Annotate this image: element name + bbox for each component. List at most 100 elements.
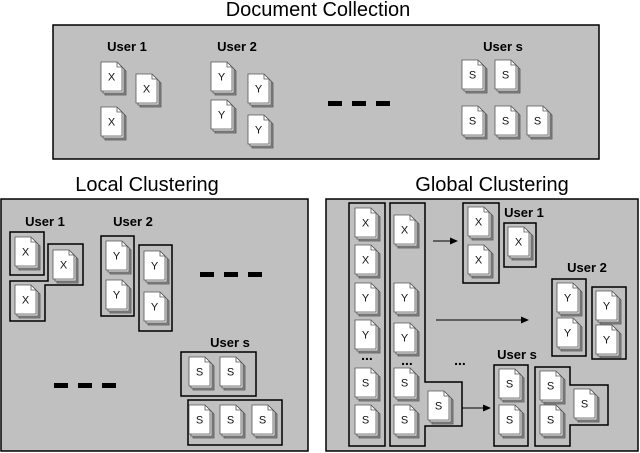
document-letter: S: [506, 379, 513, 391]
document-icon: S: [251, 404, 278, 439]
document-letter: Y: [401, 293, 409, 305]
cluster-box: [389, 202, 463, 447]
cluster-box: [591, 286, 627, 360]
document-letter: X: [475, 217, 483, 229]
global-middle-ellipsis: ...: [454, 352, 466, 368]
document-icon: S: [498, 368, 525, 403]
cluster-box: [493, 364, 529, 447]
local-dash-ellipsis-bottom: [54, 383, 116, 388]
document-icon: S: [526, 105, 553, 140]
document-icon: S: [573, 388, 600, 423]
document-icon: S: [354, 404, 381, 439]
document-icon: Y: [595, 290, 622, 325]
cluster-box: [100, 235, 135, 317]
document-icon: S: [539, 370, 566, 405]
document-icon: X: [52, 249, 79, 284]
document-icon: Y: [210, 99, 237, 134]
global-column-1-ellipsis: ...: [361, 347, 373, 363]
local-clustering-title: Local Clustering: [75, 174, 218, 196]
document-letter: Y: [401, 333, 409, 345]
collection-user-1-label: User 1: [107, 39, 147, 54]
document-letter: S: [502, 116, 509, 128]
document-icon: Y: [210, 61, 237, 96]
document-icon: Y: [354, 282, 381, 317]
document-icon: S: [498, 404, 525, 439]
document-letter: S: [547, 381, 554, 393]
document-letter: S: [196, 415, 203, 427]
cluster-box: [462, 202, 500, 284]
document-letter: Y: [151, 261, 159, 273]
collection-user-s-label: User s: [483, 39, 523, 54]
global-user-2-label: User 2: [567, 260, 607, 275]
local-user-2-label: User 2: [113, 214, 153, 229]
cluster-box: [534, 366, 609, 447]
document-letter: S: [502, 70, 509, 82]
document-letter: Y: [218, 110, 226, 122]
document-icon: S: [461, 105, 488, 140]
document-letter: Y: [255, 84, 263, 96]
document-icon: S: [427, 390, 454, 425]
document-icon: Y: [393, 282, 420, 317]
document-letter: X: [475, 255, 483, 267]
collection-user-2-label: User 2: [217, 39, 257, 54]
cluster-box: [551, 278, 587, 357]
document-icon: S: [354, 367, 381, 402]
cluster-box: [503, 222, 537, 268]
document-letter: S: [362, 378, 369, 390]
document-icon: X: [393, 214, 420, 249]
document-letter: Y: [255, 125, 263, 137]
document-icon: X: [354, 207, 381, 242]
arrow-to-user-2-icon: [436, 316, 529, 324]
document-icon: Y: [556, 317, 583, 352]
document-letter: S: [469, 116, 476, 128]
document-letter: Y: [218, 72, 226, 84]
document-icon: Y: [105, 279, 132, 314]
document-icon: Y: [105, 240, 132, 275]
document-icon: Y: [143, 250, 170, 285]
document-letter: X: [143, 84, 151, 96]
document-letter: X: [362, 218, 370, 230]
collection-docs: X X X Y Y Y Y S S S S S: [100, 59, 553, 149]
document-icon: X: [14, 236, 41, 271]
document-icon: X: [467, 244, 494, 279]
local-docs: X X X Y Y Y Y S S S S S: [14, 236, 278, 439]
document-letter: X: [108, 72, 116, 84]
document-letter: Y: [564, 293, 572, 305]
document-letter: X: [108, 117, 116, 129]
document-icon: Y: [393, 322, 420, 357]
global-arrows: [433, 237, 529, 412]
document-icon: Y: [595, 324, 622, 359]
document-letter: X: [515, 237, 523, 249]
document-icon: S: [539, 404, 566, 439]
cluster-box: [348, 202, 386, 447]
local-cluster-boxes: [9, 231, 283, 446]
document-icon: S: [219, 404, 246, 439]
document-letter: X: [22, 247, 30, 259]
document-letter: S: [362, 415, 369, 427]
local-user-1-label: User 1: [25, 214, 65, 229]
document-letter: Y: [603, 335, 611, 347]
document-letter: Y: [151, 302, 159, 314]
document-icon: X: [467, 206, 494, 241]
cluster-box: [9, 243, 84, 322]
arrow-to-user-s-icon: [462, 404, 491, 412]
arrow-to-user-1-icon: [433, 237, 458, 245]
document-icon: Y: [247, 114, 274, 149]
document-letter: Y: [603, 301, 611, 313]
document-letter: S: [506, 415, 513, 427]
document-letter: S: [469, 70, 476, 82]
document-letter: S: [401, 415, 408, 427]
document-letter: X: [362, 255, 370, 267]
document-letter: S: [435, 401, 442, 413]
document-letter: X: [401, 225, 409, 237]
document-icon: S: [461, 59, 488, 94]
document-icon: Y: [556, 282, 583, 317]
document-icon: X: [507, 226, 534, 261]
local-user-s-label: User s: [210, 335, 250, 350]
document-icon: S: [188, 404, 215, 439]
document-letter: S: [227, 415, 234, 427]
document-letter: Y: [362, 330, 370, 342]
document-letter: S: [196, 367, 203, 379]
document-letter: S: [227, 367, 234, 379]
